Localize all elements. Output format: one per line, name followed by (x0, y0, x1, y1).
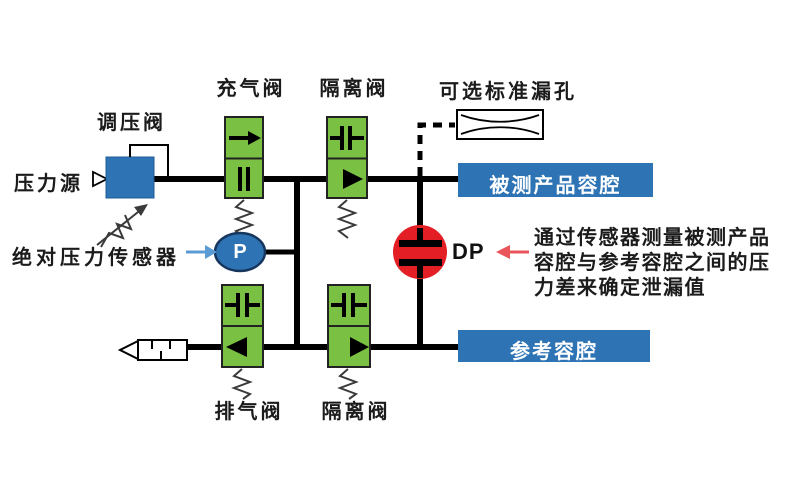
muffler-icon (117, 339, 188, 361)
exhaust-valve (221, 284, 264, 368)
isolation-valve-bottom (327, 284, 371, 368)
capacitor-plate-icon (348, 126, 352, 150)
isolation-valve-bottom-label: 隔离阀 (321, 401, 391, 423)
annotation-text: 通过传感器测量被测产品 容腔与参考容腔之间的压 力差来确定泄漏值 (534, 226, 800, 301)
flow-arrow-head-icon (248, 131, 261, 145)
annotation-line-1: 通过传感器测量被测产品 (534, 227, 771, 249)
charge-valve (224, 116, 264, 199)
isolation-valve-top-label: 隔离阀 (319, 78, 389, 100)
test-chamber-bar (458, 163, 653, 197)
capacitor-plate-icon (236, 293, 240, 317)
spring-icon (231, 368, 253, 400)
dp-sensor-label: DP (452, 239, 485, 264)
annotation-pointer-arrow-icon (496, 245, 529, 259)
leak-dashed-connector (417, 122, 455, 176)
regulator-feedback-line (129, 144, 169, 176)
capacitor-plate-icon (340, 126, 344, 150)
sensor-pointer-arrow-icon (186, 245, 217, 259)
regulator-label: 调压阀 (97, 112, 166, 134)
spring-icon (336, 199, 358, 239)
p-sensor-label: P (233, 241, 247, 263)
annotation-line-3: 力差来确定泄漏值 (534, 277, 706, 299)
flow-arrow-head-icon (350, 337, 369, 357)
capacitor-plate-icon (245, 293, 249, 317)
charge-valve-label: 充气阀 (216, 78, 286, 100)
capacitor-plate-icon (399, 240, 442, 247)
capacitor-plate-icon (342, 293, 346, 317)
flow-arrow-head-icon (226, 337, 247, 357)
regulator-valve (105, 156, 155, 199)
isolation-valve-top (326, 116, 368, 199)
flow-arrow-head-icon (343, 169, 363, 189)
pressure-source-label: 压力源 (14, 173, 83, 195)
capacitor-plate-icon (238, 167, 242, 191)
optional-leak-label: 可选标准漏孔 (439, 81, 577, 103)
exhaust-valve-label: 排气阀 (214, 401, 284, 423)
spring-icon (337, 368, 359, 400)
reference-chamber-bar (458, 330, 650, 362)
reference-chamber-label: 参考容腔 (510, 341, 598, 363)
leak-orifice-icon (456, 109, 544, 140)
capacitor-plate-icon (399, 259, 442, 266)
absolute-pressure-sensor-label: 绝对压力传感器 (12, 247, 180, 269)
test-chamber-label: 被测产品容腔 (489, 175, 622, 197)
spring-icon (233, 199, 255, 239)
capacitor-plate-icon (246, 167, 250, 191)
dp-sensor (393, 225, 447, 279)
annotation-line-2: 容腔与参考容腔之间的压 (534, 252, 771, 274)
regulator-spring-icon (96, 204, 148, 248)
capacitor-plate-icon (351, 293, 355, 317)
pressure-source-triangle-icon (92, 170, 110, 188)
